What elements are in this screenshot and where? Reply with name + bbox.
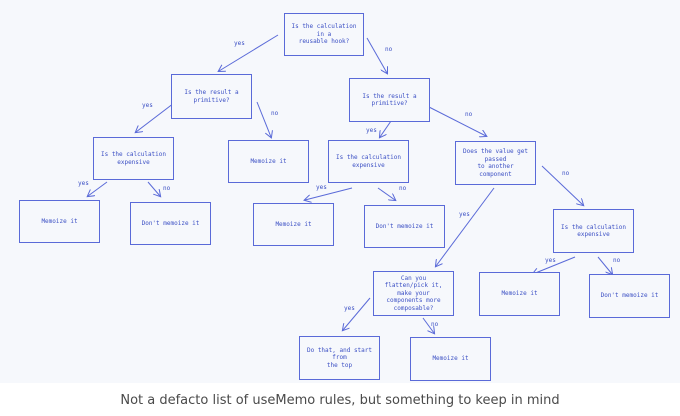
- edge-label-no: no: [431, 321, 439, 328]
- node-flatten-memoize: Memoize it: [410, 337, 491, 381]
- edge-label-no: no: [399, 185, 407, 192]
- node-leftexp-dont-memoize: Don't memoize it: [130, 202, 211, 245]
- edge-rightexp-yes: [533, 256, 576, 274]
- edge-label-yes: yes: [545, 257, 556, 264]
- edge-label-yes: yes: [344, 305, 355, 312]
- edge-label-yes: yes: [142, 102, 153, 109]
- node-do-that-start-top: Do that, and start from the top: [299, 336, 380, 380]
- edge-rightprim-no: [428, 106, 486, 136]
- node-rightexp-dont-memoize: Don't memoize it: [589, 274, 670, 318]
- edge-leftexp-yes: [88, 181, 108, 196]
- node-flatten-composable: Can you flatten/pick it, make your compo…: [373, 271, 454, 316]
- node-midexp-dont-memoize: Don't memoize it: [364, 205, 445, 248]
- edge-rightexp-no: [597, 256, 612, 274]
- edge-passed-yes: [436, 187, 495, 266]
- edge-midexp-no: [377, 187, 395, 200]
- edge-leftprim-no: [256, 101, 271, 137]
- flowchart-edges: [0, 34, 680, 383]
- edge-label-no: no: [613, 257, 621, 264]
- edge-flatten-yes: [343, 297, 371, 330]
- node-midexp-memoize: Memoize it: [253, 203, 334, 246]
- edge-rightprim-yes: [380, 120, 392, 137]
- node-root-reusable-hook: Is the calculation in a reusable hook?: [284, 13, 364, 56]
- node-passed-to-component: Does the value get passed to another com…: [455, 141, 536, 185]
- edge-label-no: no: [385, 46, 393, 53]
- edge-passed-no: [541, 165, 583, 205]
- node-leftexp-memoize: Memoize it: [19, 200, 100, 243]
- edge-flatten-no: [422, 317, 434, 333]
- node-mid-expensive: Is the calculation expensive: [328, 140, 409, 183]
- node-rightexp-memoize: Memoize it: [479, 272, 560, 316]
- edge-label-no: no: [562, 170, 570, 177]
- edge-leftexp-no: [147, 181, 160, 196]
- node-right-expensive: Is the calculation expensive: [553, 209, 634, 253]
- flowchart-canvas: yes no yes no yes no yes no yes no yes n…: [0, 13, 680, 383]
- node-left-memoize: Memoize it: [228, 140, 309, 183]
- edge-midexp-yes: [305, 187, 353, 200]
- node-right-primitive: Is the result a primitive?: [349, 78, 430, 122]
- edge-root-yes: [219, 34, 279, 71]
- node-left-expensive: Is the calculation expensive: [93, 137, 174, 180]
- edge-label-no: no: [163, 185, 171, 192]
- figure-caption: Not a defacto list of useMemo rules, but…: [120, 393, 560, 408]
- edge-label-yes: yes: [316, 184, 327, 191]
- edge-label-no: no: [271, 110, 279, 117]
- edge-label-yes: yes: [234, 40, 245, 47]
- edge-label-yes: yes: [78, 180, 89, 187]
- edge-label-yes: yes: [459, 211, 470, 218]
- node-left-primitive: Is the result a primitive?: [171, 74, 252, 119]
- edge-label-yes: yes: [366, 127, 377, 134]
- edge-root-no: [366, 37, 387, 73]
- edge-label-no: no: [465, 111, 473, 118]
